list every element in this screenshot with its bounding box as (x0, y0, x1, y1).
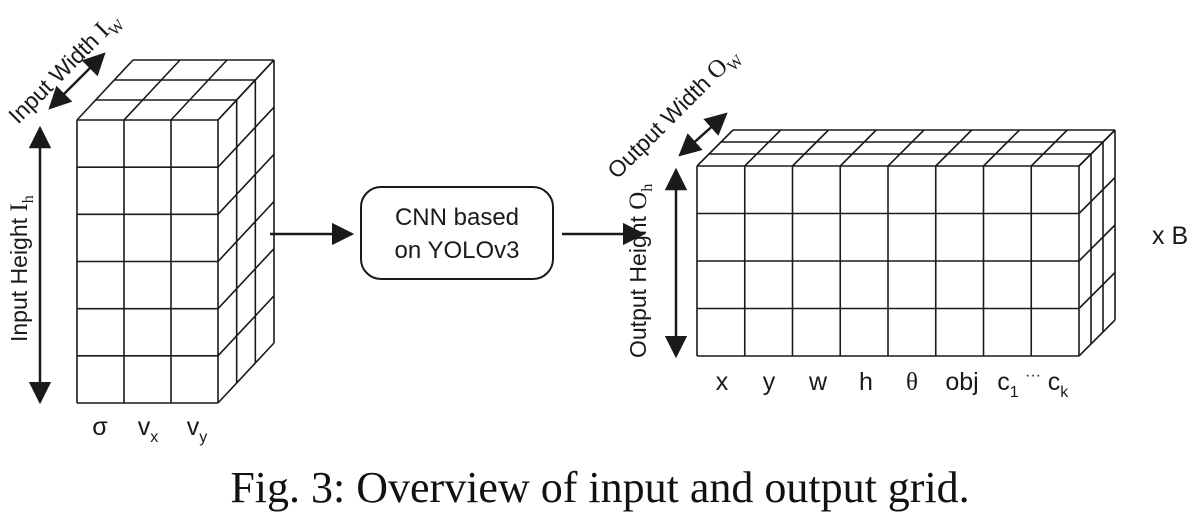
network-box (360, 186, 554, 280)
side-grid-line (217, 295, 275, 357)
side-grid-line (217, 59, 275, 121)
side-grid-line (217, 106, 275, 168)
figure-caption: Fig. 3: Overview of input and output gri… (230, 463, 970, 512)
top-grid-line (982, 129, 1021, 167)
top-grid-line (123, 59, 181, 121)
output-width-arrow (678, 112, 728, 157)
side-grid-line (1078, 319, 1116, 357)
output-channel-label: obj (945, 368, 978, 396)
side-grid-line (1078, 176, 1116, 215)
output-channel-label: ··· (1025, 367, 1041, 384)
output-height-label: Output Height Oh (625, 184, 656, 358)
network-box-line1: CNN based (395, 204, 519, 231)
input-grid-block (76, 59, 275, 404)
top-grid-line (935, 129, 973, 167)
output-multiplier-label: x B (1152, 222, 1188, 250)
side-grid-line (1078, 224, 1116, 262)
input-width-label: Input Width IW (3, 6, 129, 132)
top-grid-line (791, 129, 830, 167)
top-grid-line (1030, 129, 1068, 167)
side-grid-line (217, 342, 275, 404)
top-grid-line (76, 59, 134, 121)
input-height-label: Input Height Ih (6, 195, 37, 342)
output-channel-label: c1 (997, 368, 1019, 401)
top-grid-line (744, 129, 782, 167)
input-width-arrow (48, 52, 106, 110)
input-channel-label: vx (138, 413, 159, 446)
side-grid-line (217, 200, 275, 263)
side-grid-line (217, 248, 275, 310)
top-grid-line (839, 129, 877, 167)
output-channel-label: w (808, 368, 828, 396)
output-channel-label: h (859, 368, 873, 396)
side-grid-line (217, 153, 275, 215)
network-box-line2: on YOLOv3 (395, 237, 520, 264)
side-grid-line (1078, 129, 1116, 167)
side-grid-line (1078, 271, 1116, 310)
top-grid-line (887, 129, 925, 167)
top-grid-line (170, 59, 228, 121)
output-channel-label: ck (1048, 368, 1070, 401)
output-channel-label: y (763, 368, 776, 396)
input-channel-label: σ (92, 413, 108, 441)
output-grid-block (696, 129, 1116, 357)
input-channel-label: vy (187, 413, 208, 446)
output-channel-label: θ (906, 369, 918, 396)
output-channel-label: x (716, 368, 729, 396)
